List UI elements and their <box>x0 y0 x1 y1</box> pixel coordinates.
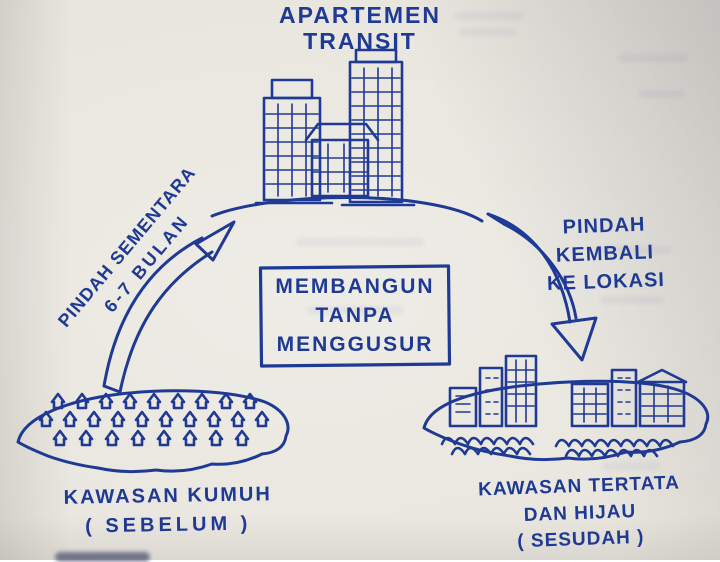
curved-down-arrow-icon <box>486 212 598 362</box>
center-message-box: MEMBANGUN TANPA MENGGUSUR <box>261 267 449 365</box>
center-message-line1: MEMBANGUN <box>275 275 435 298</box>
kawasan-tertata-label: KAWASAN TERTATA DAN HIJAU ( SESUDAH ) <box>461 470 700 558</box>
photo-edge-shadow <box>55 552 150 562</box>
curved-up-arrow-icon <box>102 220 236 394</box>
pindah-kembali-line3: KE LOKASI <box>546 268 666 296</box>
center-message-line3: MENGGUSUR <box>276 333 434 356</box>
ink-bleed-artifacts <box>296 12 688 470</box>
kawasan-kumuh-label: KAWASAN KUMUH ( SEBELUM ) <box>46 480 291 542</box>
tidy-buildings <box>448 354 688 428</box>
apartment-towers-icon <box>254 48 416 207</box>
apartemen-transit-line1: APARTEMEN <box>279 2 441 28</box>
ground-arc <box>210 196 484 223</box>
center-message-line2: TANPA <box>315 304 395 327</box>
apartemen-transit-line2: TRANSIT <box>303 28 417 55</box>
center-box-outline <box>258 264 452 368</box>
tidy-island-icon <box>422 354 710 462</box>
apartemen-transit-label: APARTEMEN TRANSIT <box>252 2 468 55</box>
slum-island-icon <box>16 389 290 474</box>
kawasan-kumuh-line2: ( SEBELUM ) <box>84 512 252 538</box>
pindah-kembali-label: PINDAH KEMBALI KE LOKASI <box>533 210 678 299</box>
bushes <box>440 436 675 458</box>
kawasan-kumuh-line1: KAWASAN KUMUH <box>63 483 273 509</box>
